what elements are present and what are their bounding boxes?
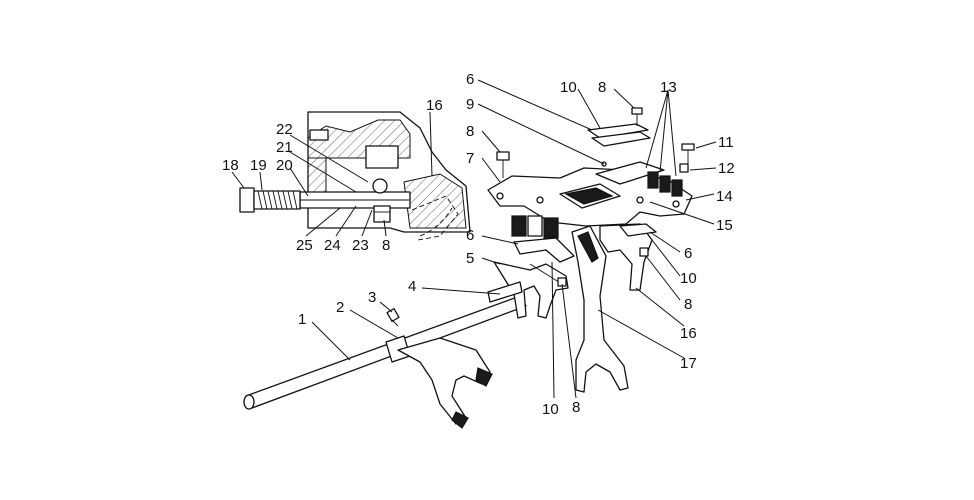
label-1: 1 bbox=[298, 311, 306, 328]
plate-hole-1 bbox=[496, 192, 504, 200]
label-23: 23 bbox=[352, 237, 369, 254]
lock-plate-right bbox=[619, 223, 657, 237]
hidden-edges bbox=[411, 195, 459, 241]
thread-lines bbox=[257, 190, 298, 210]
fork-5-assembly bbox=[487, 261, 569, 319]
shift-rail bbox=[245, 295, 527, 409]
label-8-left: 8 bbox=[466, 123, 474, 140]
bolt-head bbox=[239, 187, 255, 213]
bolt-thread bbox=[253, 190, 301, 210]
label-2: 2 bbox=[336, 299, 344, 316]
label-8-top: 8 bbox=[598, 79, 606, 96]
label-8-bottom: 8 bbox=[572, 399, 580, 416]
fork-17-assembly bbox=[571, 225, 629, 393]
hidden-arc bbox=[419, 207, 453, 237]
shift-rail-assembly bbox=[243, 295, 527, 429]
block-13a bbox=[647, 171, 659, 189]
label-25: 25 bbox=[296, 237, 313, 254]
leader-lines bbox=[231, 79, 717, 399]
label-14: 14 bbox=[716, 188, 733, 205]
screw-3 bbox=[386, 308, 400, 327]
label-6-right: 6 bbox=[684, 245, 692, 262]
label-21: 21 bbox=[276, 139, 293, 156]
label-20: 20 bbox=[276, 157, 293, 174]
label-12: 12 bbox=[718, 160, 735, 177]
label-10-right: 10 bbox=[680, 270, 697, 287]
retaining-strip bbox=[595, 161, 665, 185]
label-15: 15 bbox=[716, 217, 733, 234]
block-2 bbox=[527, 215, 543, 237]
label-8-inset: 8 bbox=[382, 237, 390, 254]
block-3 bbox=[543, 217, 559, 239]
bolt-11 bbox=[681, 143, 695, 166]
fork-16 bbox=[599, 223, 653, 291]
label-7: 7 bbox=[466, 150, 474, 167]
fork-5-ridge bbox=[529, 263, 563, 285]
lock-plate-top-2 bbox=[591, 131, 651, 147]
part-labels: 1 2 3 4 5 6 7 8 9 6 10 8 13 11 12 14 15 … bbox=[222, 71, 735, 418]
fork-17-shade bbox=[577, 231, 599, 263]
label-16-right: 16 bbox=[680, 325, 697, 342]
label-10-top: 10 bbox=[560, 79, 577, 96]
label-8-right: 8 bbox=[684, 296, 692, 313]
label-5: 5 bbox=[466, 250, 474, 267]
fork-tip-right bbox=[475, 367, 493, 387]
bolt-8-right bbox=[639, 247, 649, 257]
plate-window-shade bbox=[564, 187, 614, 205]
interlock-plate-assembly bbox=[487, 161, 693, 239]
detent-plug bbox=[373, 205, 391, 223]
housing-cavity bbox=[365, 145, 399, 169]
lock-plate-left bbox=[513, 237, 575, 263]
label-24: 24 bbox=[324, 237, 341, 254]
label-11: 11 bbox=[718, 134, 734, 151]
block-13c bbox=[671, 179, 683, 197]
block-1 bbox=[511, 215, 527, 237]
label-4: 4 bbox=[408, 278, 416, 295]
rod-4 bbox=[487, 281, 523, 303]
label-3: 3 bbox=[368, 289, 376, 306]
plate-hole-4 bbox=[536, 196, 544, 204]
nut-12 bbox=[679, 163, 689, 173]
plate-hole-3 bbox=[636, 196, 644, 204]
bolt-8-top bbox=[631, 107, 643, 126]
label-13: 13 bbox=[660, 79, 677, 96]
lock-plates bbox=[496, 107, 695, 287]
shift-rail-end bbox=[243, 394, 255, 410]
label-17: 17 bbox=[680, 355, 697, 372]
fork-tip-left bbox=[451, 411, 469, 429]
block-13b bbox=[659, 175, 671, 193]
label-10-bottom: 10 bbox=[542, 401, 559, 418]
label-6-left: 6 bbox=[466, 227, 474, 244]
label-9: 9 bbox=[466, 96, 474, 113]
label-6-top: 6 bbox=[466, 71, 474, 88]
label-19: 19 bbox=[250, 157, 267, 174]
fork-16-assembly bbox=[599, 223, 653, 291]
selector-fork bbox=[397, 337, 491, 425]
cover-bolt bbox=[309, 129, 329, 141]
plate-hole-2 bbox=[672, 200, 680, 208]
sectional-view bbox=[239, 111, 471, 241]
label-18: 18 bbox=[222, 157, 239, 174]
bolt-8-left bbox=[496, 151, 510, 178]
detent-ball bbox=[372, 178, 388, 194]
lock-plate-top bbox=[587, 123, 649, 139]
label-16-inset: 16 bbox=[426, 97, 443, 114]
label-22: 22 bbox=[276, 121, 293, 138]
fork-17 bbox=[571, 225, 629, 393]
